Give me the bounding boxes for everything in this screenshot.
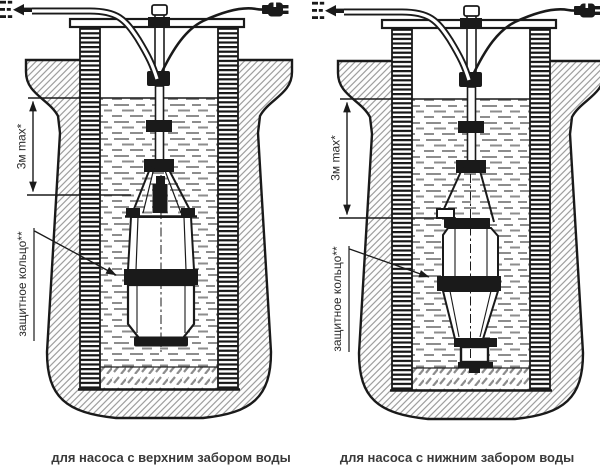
right-depth-dimension — [339, 98, 456, 219]
intake-nub — [469, 368, 480, 373]
hook-left — [126, 208, 140, 217]
right-ring-label: защитное кольцо** — [330, 246, 344, 352]
hook-right — [181, 208, 195, 217]
left-depth-dimension — [27, 97, 131, 196]
intake-foot — [458, 362, 493, 368]
left-depth-label: 3м max* — [15, 123, 29, 169]
rope-clamp — [436, 208, 455, 219]
intake-neck — [459, 345, 490, 364]
left-ring-leader — [33, 228, 117, 341]
pump-top-cap — [444, 218, 490, 228]
left-ring-label: защитное кольцо** — [15, 231, 29, 337]
submersible-pump-bottom-intake — [436, 166, 501, 373]
right-depth-label: 3м max* — [329, 135, 343, 181]
protective-ring — [437, 276, 501, 291]
right-well-cross-section — [312, 2, 600, 419]
submersible-pump-top-intake — [124, 165, 198, 352]
left-well-cross-section — [0, 1, 292, 418]
right-ring-leader — [348, 246, 430, 352]
left-caption: для насоса с верхним забором воды — [51, 450, 290, 465]
pump-collar — [454, 338, 497, 347]
right-caption: для насоса с нижним забором воды — [340, 450, 574, 465]
